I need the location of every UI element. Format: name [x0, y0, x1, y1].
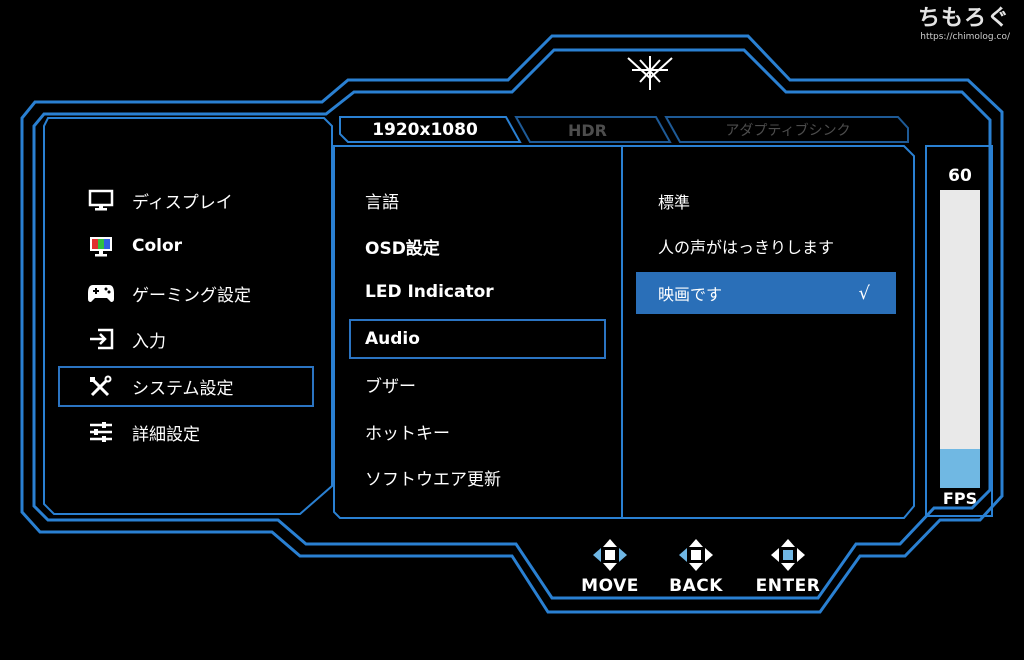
menu-item-display[interactable]: ディスプレイ — [58, 181, 314, 219]
hdr-tab[interactable]: HDR — [568, 120, 607, 140]
menu-item-label: システム設定 — [132, 379, 234, 399]
back-label: BACK — [669, 576, 723, 596]
submenu-item-buzzer[interactable]: ブザー — [349, 364, 606, 404]
submenu-item-osd-settings[interactable]: OSD設定 — [349, 226, 606, 266]
menu-item-advanced[interactable]: 詳細設定 — [58, 413, 314, 451]
brand-logo — [627, 56, 673, 90]
option-label: 標準 — [658, 193, 691, 212]
submenu-item-software-update[interactable]: ソフトウエア更新 — [349, 457, 606, 497]
check-mark-icon: √ — [858, 282, 870, 304]
option-label: 人の声がはっきりします — [658, 238, 835, 257]
menu-item-label: 詳細設定 — [132, 424, 200, 445]
move-button[interactable]: MOVE — [560, 538, 660, 596]
submenu-item-label: LED Indicator — [365, 282, 494, 302]
option-movie[interactable]: 映画です √ — [636, 272, 896, 314]
input-icon — [86, 328, 116, 350]
color-monitor-icon — [86, 235, 116, 257]
submenu-item-label: 言語 — [365, 192, 399, 213]
submenu-item-language[interactable]: 言語 — [349, 180, 606, 220]
back-button[interactable]: BACK — [646, 538, 746, 596]
menu-item-color[interactable]: Color — [58, 227, 314, 265]
fps-value: 60 — [948, 166, 972, 186]
submenu-item-label: ホットキー — [365, 423, 450, 444]
watermark-text: ちもろぐ — [917, 6, 1010, 31]
submenu-item-label: ソフトウエア更新 — [365, 469, 501, 490]
submenu-item-label: ブザー — [365, 376, 416, 397]
submenu-item-led-indicator[interactable]: LED Indicator — [349, 272, 606, 312]
watermark: ちもろぐ https://chimolog.co/ — [918, 6, 1010, 42]
dpad-back-icon — [679, 539, 713, 571]
submenu-item-audio[interactable]: Audio — [349, 319, 606, 359]
option-standard[interactable]: 標準 — [636, 180, 896, 222]
dpad-move-icon — [593, 539, 627, 571]
submenu-item-label: Audio — [365, 329, 420, 349]
fps-label: FPS — [942, 489, 978, 508]
gamepad-icon — [86, 282, 116, 304]
menu-item-input[interactable]: 入力 — [58, 320, 314, 358]
fps-bar-fill — [940, 449, 980, 488]
option-label: 映画です — [658, 285, 723, 304]
enter-label: ENTER — [755, 576, 821, 596]
menu-item-label: ディスプレイ — [132, 192, 233, 213]
monitor-icon — [86, 189, 116, 211]
wrench-screwdriver-icon — [86, 375, 116, 398]
menu-item-label: 入力 — [132, 331, 166, 352]
option-clear-voice[interactable]: 人の声がはっきりします — [636, 225, 896, 267]
resolution-tab: 1920x1080 — [372, 120, 478, 140]
menu-item-system-settings[interactable]: システム設定 — [58, 366, 314, 407]
menu-item-label: Color — [132, 236, 183, 256]
adaptive-sync-tab[interactable]: アダプティブシンク — [725, 123, 851, 139]
move-label: MOVE — [581, 576, 639, 596]
watermark-url: https://chimolog.co/ — [920, 32, 1010, 42]
fps-bar — [940, 190, 980, 488]
enter-button[interactable]: ENTER — [738, 538, 838, 596]
dpad-enter-icon — [771, 539, 805, 571]
submenu-item-hotkey[interactable]: ホットキー — [349, 411, 606, 451]
submenu-item-label: OSD設定 — [365, 238, 440, 259]
menu-item-gaming[interactable]: ゲーミング設定 — [58, 274, 314, 312]
sliders-icon — [86, 421, 116, 443]
menu-item-label: ゲーミング設定 — [132, 285, 251, 306]
